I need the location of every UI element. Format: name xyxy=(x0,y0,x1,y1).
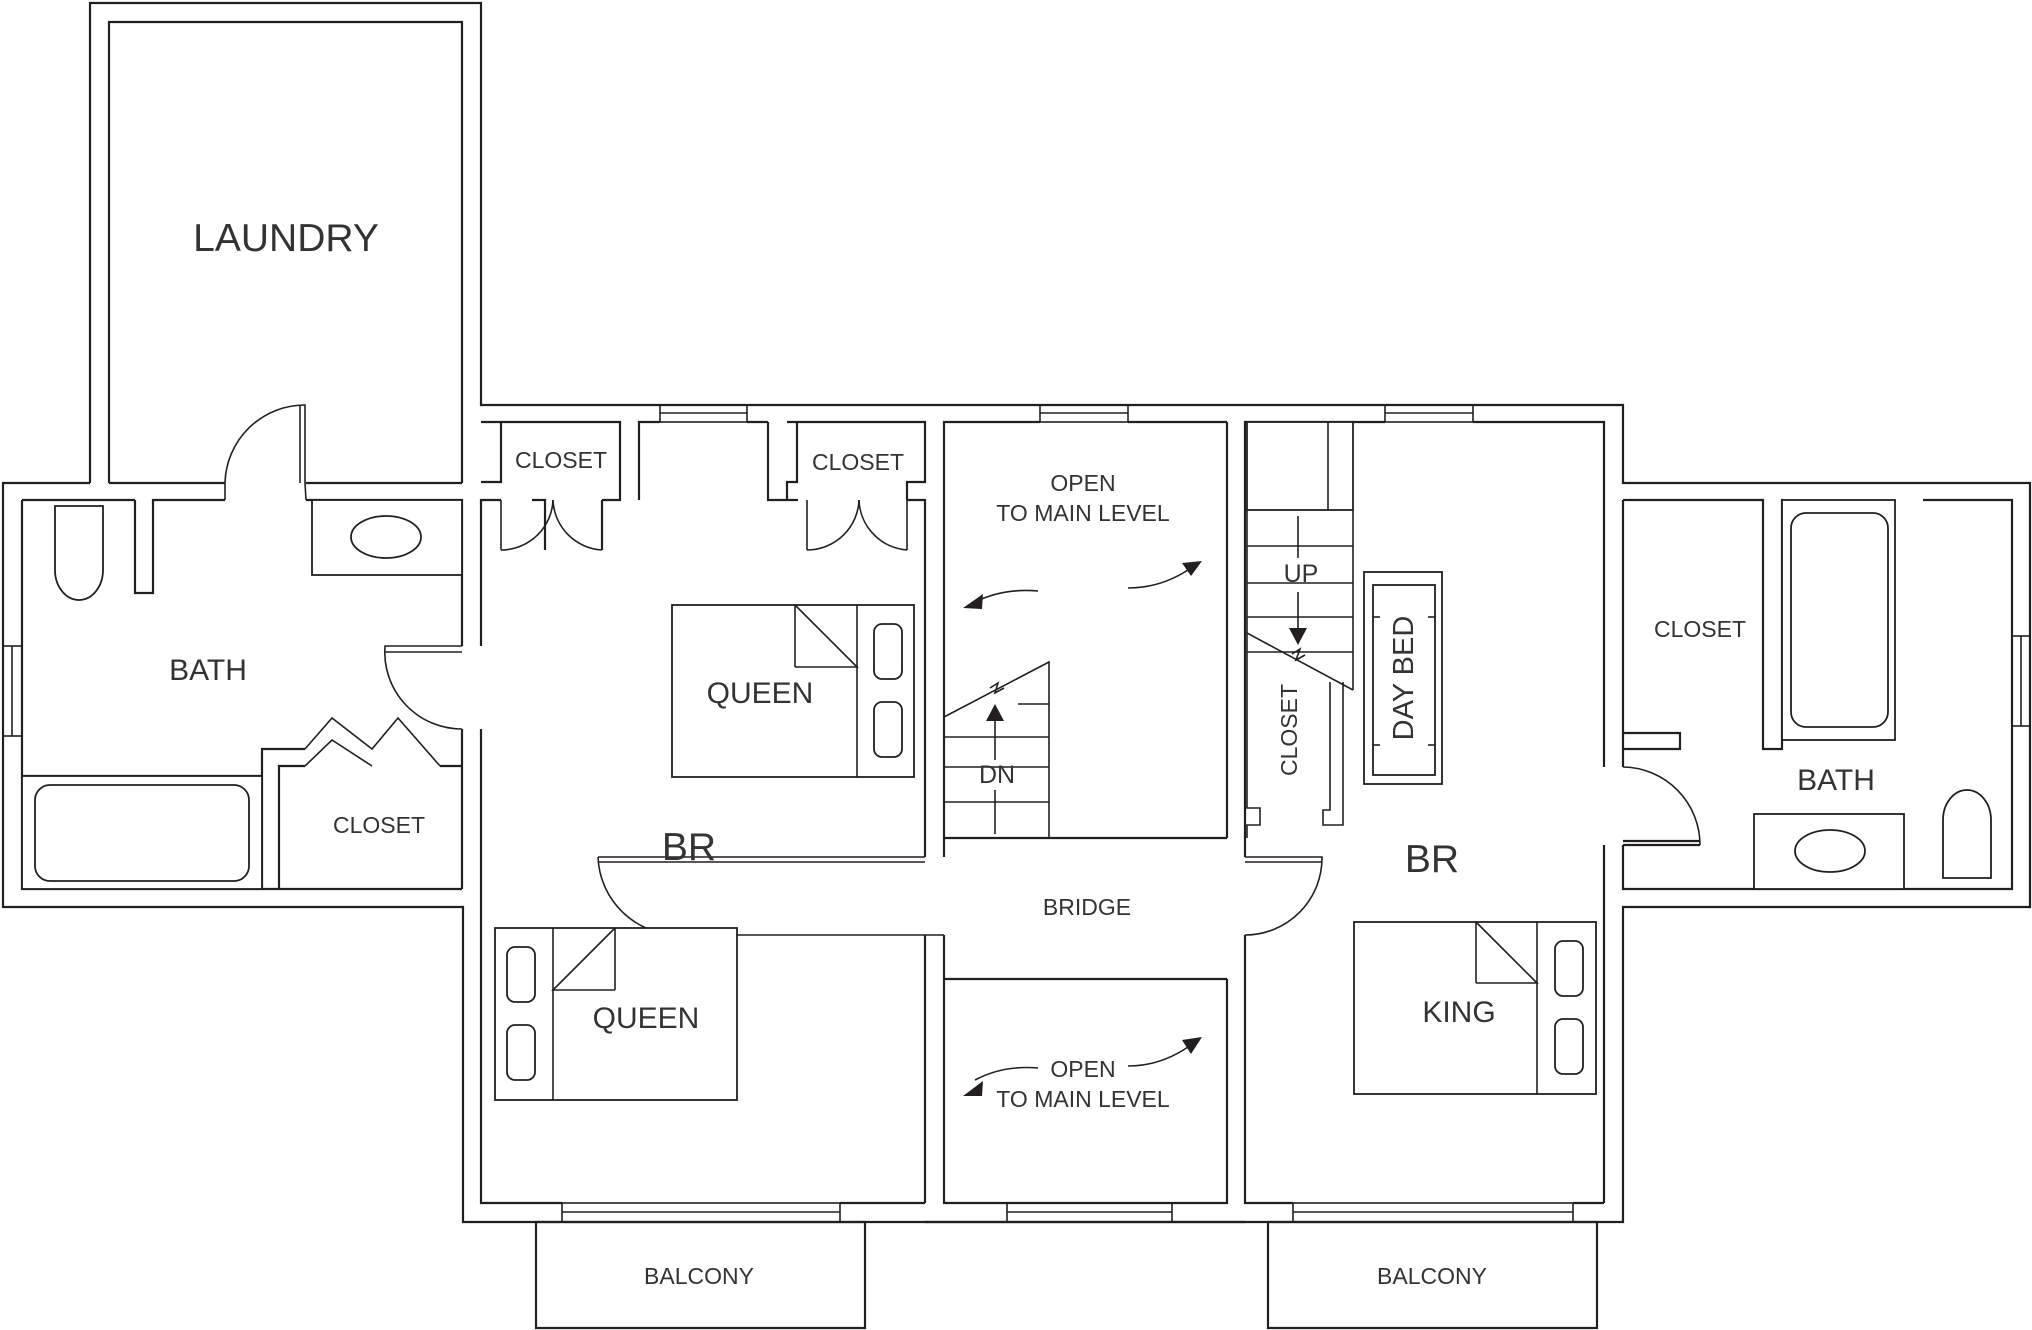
balcony-right xyxy=(1266,1220,1599,1330)
room-label-closet-bath-left: CLOSET xyxy=(333,812,425,838)
queen-bed-bottom xyxy=(494,927,738,1101)
room-label-laundry: LAUNDRY xyxy=(193,217,379,260)
stair-closet-box xyxy=(1246,421,1354,511)
room-label-balcony-right: BALCONY xyxy=(1377,1263,1487,1289)
king-bed xyxy=(1353,921,1597,1095)
stairs xyxy=(943,510,1354,838)
open-note-upper-line2: TO MAIN LEVEL xyxy=(996,500,1170,526)
stair-up xyxy=(1246,510,1354,838)
toilet-left xyxy=(54,505,104,601)
bed-label-queen-top: QUEEN xyxy=(707,677,814,710)
doors xyxy=(224,404,1701,936)
open-note-lower-line2: TO MAIN LEVEL xyxy=(996,1086,1170,1112)
walls xyxy=(1,1,2032,1224)
open-note-upper-line1: OPEN xyxy=(1050,470,1115,496)
room-label-bridge: BRIDGE xyxy=(1043,894,1131,920)
bed-label-day-bed: DAY BED xyxy=(1388,616,1420,741)
room-label-closet-right: CLOSET xyxy=(1654,616,1746,642)
stair-label-dn: DN xyxy=(979,761,1015,789)
room-label-closet-top-2: CLOSET xyxy=(812,449,904,475)
room-label-br-left: BR xyxy=(662,826,716,869)
labels: LAUNDRY BATH CLOSET CLOSET CLOSET BR QUE… xyxy=(169,217,1875,1289)
stair-label-up: UP xyxy=(1284,560,1319,588)
stair-down xyxy=(943,660,1050,838)
open-note-lower-line1: OPEN xyxy=(1050,1056,1115,1082)
queen-bed-top xyxy=(671,604,915,778)
bed-label-queen-bottom: QUEEN xyxy=(593,1002,700,1035)
room-label-closet-top-1: CLOSET xyxy=(515,447,607,473)
open-arrows xyxy=(963,561,1202,1096)
room-label-balcony-left: BALCONY xyxy=(644,1263,754,1289)
toilet-right xyxy=(1942,789,1992,879)
beds xyxy=(494,604,1597,1101)
room-label-bath-left: BATH xyxy=(169,654,247,687)
room-label-closet-stair: CLOSET xyxy=(1276,684,1302,776)
room-label-br-right: BR xyxy=(1405,838,1459,881)
balcony-left xyxy=(534,1220,867,1330)
room-label-bath-right: BATH xyxy=(1797,764,1875,797)
balconies xyxy=(534,1220,1599,1330)
bed-label-king: KING xyxy=(1422,996,1495,1029)
fixtures xyxy=(21,421,1992,890)
